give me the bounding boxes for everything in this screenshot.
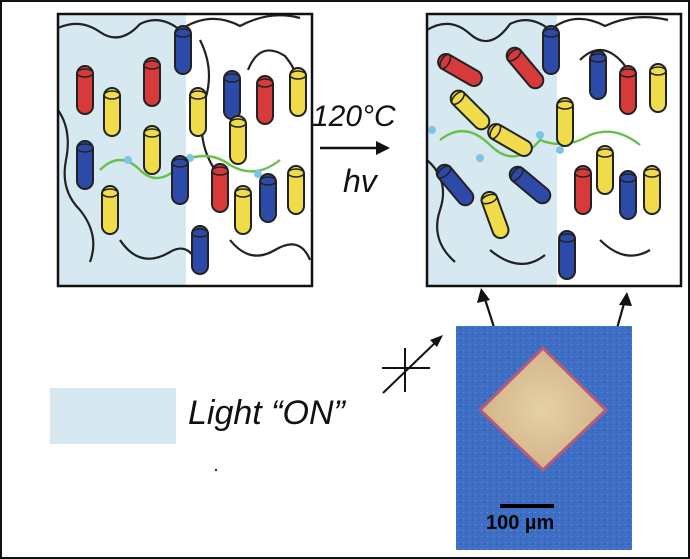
illuminated-square bbox=[477, 345, 609, 473]
light-condition: hv bbox=[343, 163, 377, 199]
right-panel-frame bbox=[425, 12, 683, 288]
left-panel-frame bbox=[56, 12, 314, 288]
micrograph-image bbox=[456, 326, 632, 550]
scale-bar-label: 100 µm bbox=[486, 512, 555, 534]
legend-label: Light “ON” bbox=[188, 394, 345, 432]
polarizer-icon bbox=[382, 335, 443, 394]
legend-swatch bbox=[50, 388, 176, 444]
temperature-condition: 120°C bbox=[312, 100, 396, 133]
right-panel bbox=[425, 12, 683, 288]
left-panel bbox=[56, 12, 314, 288]
